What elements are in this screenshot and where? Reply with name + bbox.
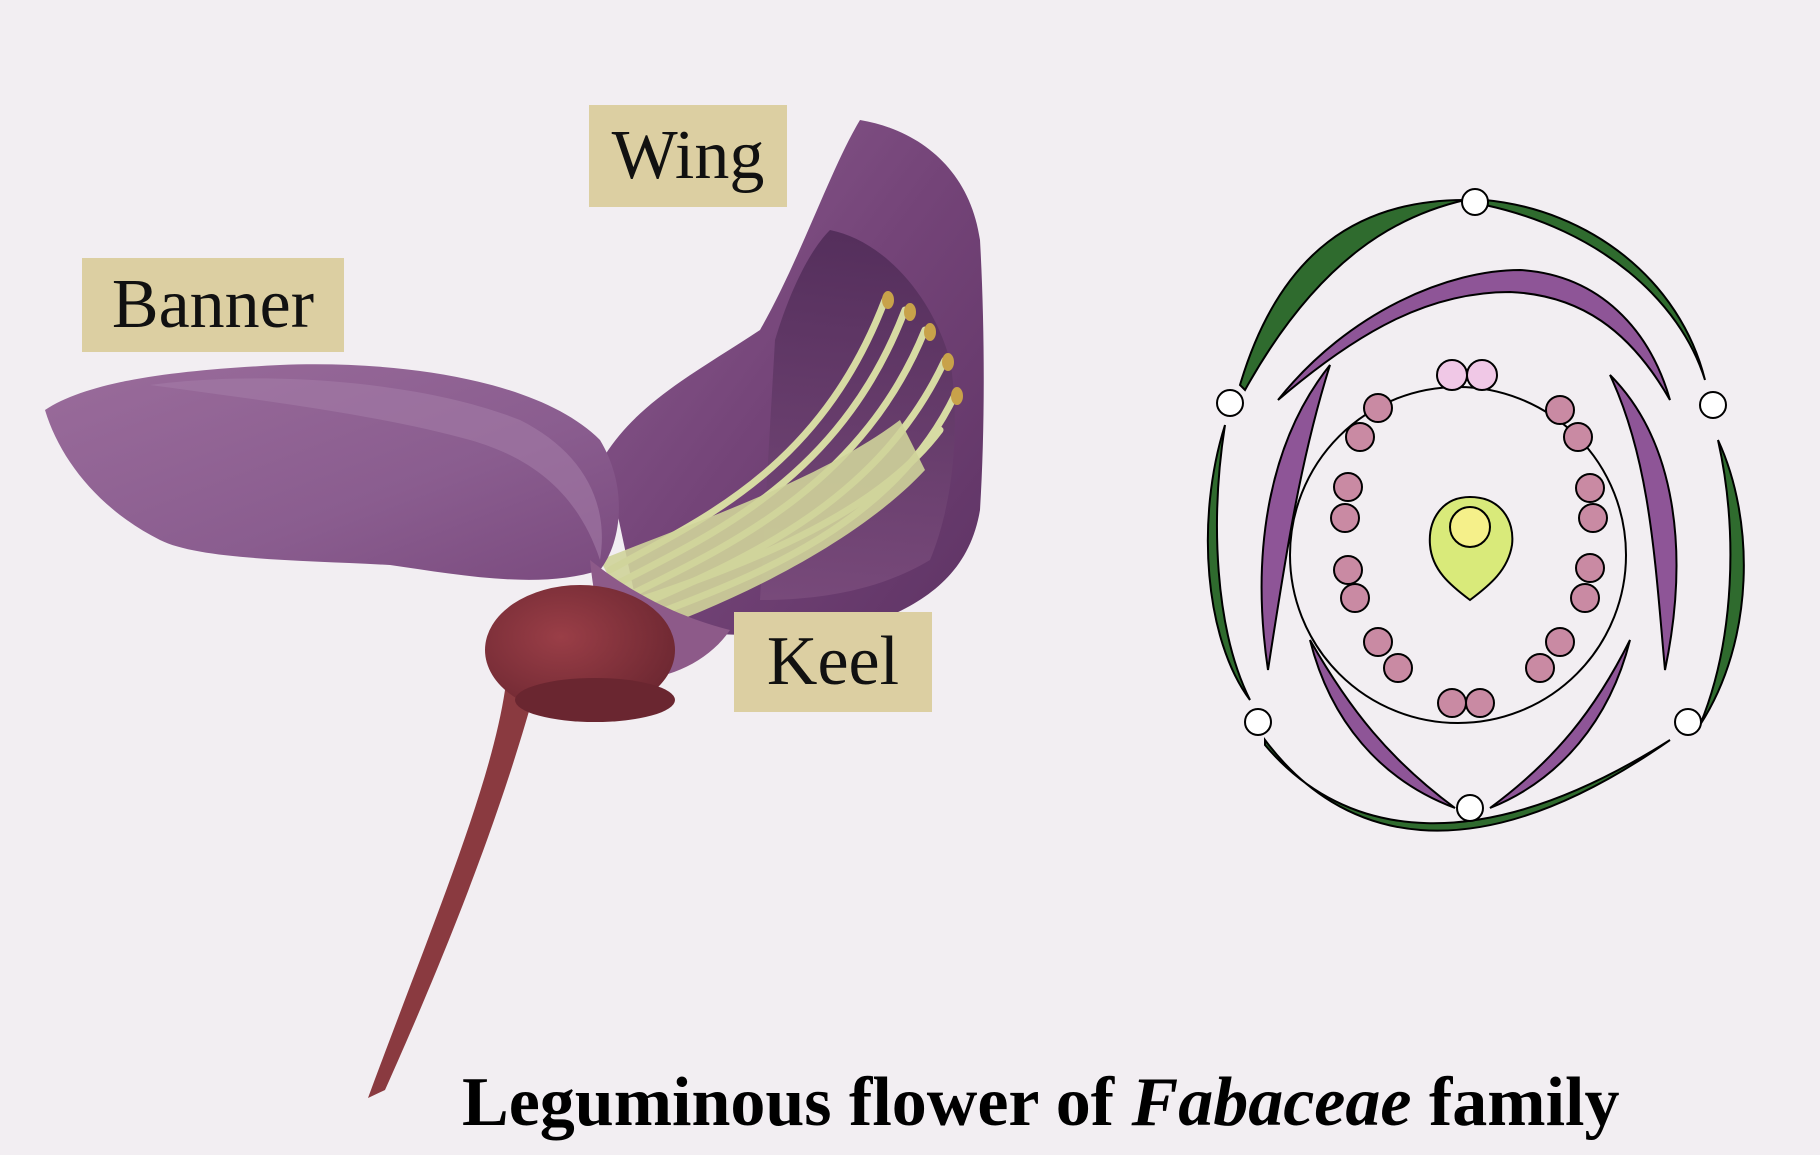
figure-caption: Leguminous flower of Fabaceae family — [462, 1060, 1762, 1146]
sepal-left — [1206, 424, 1251, 701]
label-keel: Keel — [734, 612, 932, 712]
banner-fold — [150, 378, 602, 560]
sepal-joints — [1216, 188, 1727, 822]
diagram-anthers-light — [1436, 359, 1498, 391]
staminal-tube — [600, 420, 925, 635]
anthers — [882, 291, 963, 405]
sepal-bottom — [1264, 737, 1671, 832]
label-wing: Wing — [589, 105, 787, 207]
sepal-right — [1699, 439, 1745, 726]
sepal-top-right — [1484, 198, 1706, 381]
label-banner: Banner — [82, 258, 344, 352]
diagram-keel-petal-left — [1309, 639, 1456, 809]
calyx-base — [515, 678, 675, 722]
caption-lead: Leguminous flower of — [462, 1064, 1132, 1141]
caption-genus: Fabaceae — [1131, 1064, 1412, 1141]
stem — [368, 690, 535, 1098]
diagram-wing-petal-left — [1260, 364, 1331, 671]
floral-diagram — [1206, 188, 1745, 832]
diagram-keel-petal-right — [1489, 639, 1631, 809]
diagram-anthers — [1330, 393, 1608, 718]
diagram-wing-petal-right — [1609, 374, 1678, 671]
diagram-standard-petal — [1277, 268, 1671, 401]
flower-drawing — [45, 120, 984, 1098]
caption-tail: family — [1411, 1064, 1620, 1141]
ovule — [1449, 506, 1491, 548]
